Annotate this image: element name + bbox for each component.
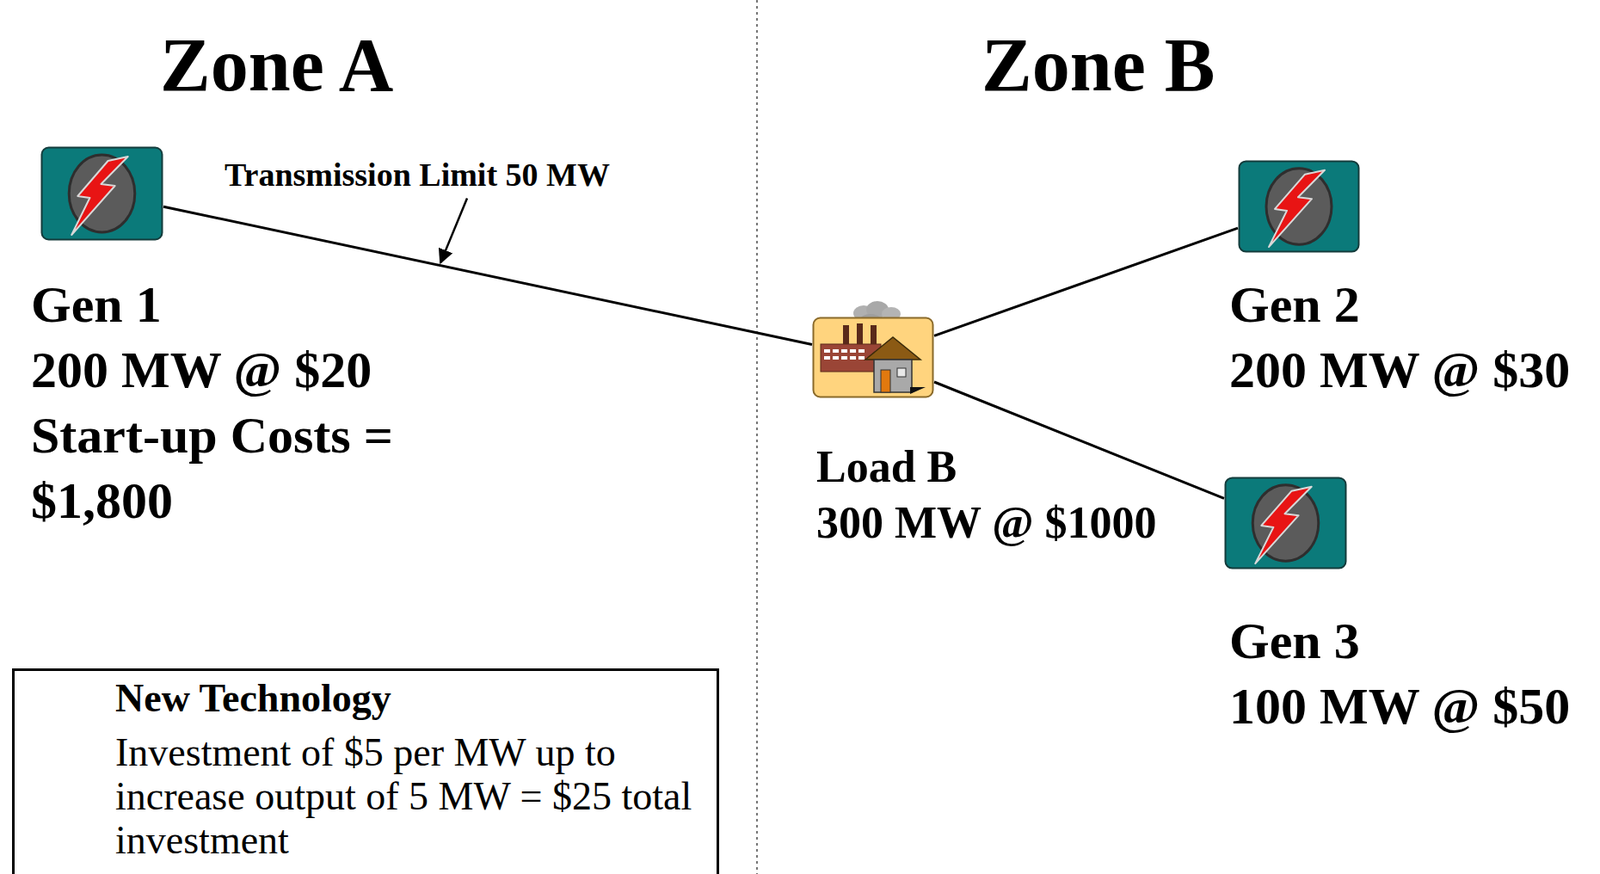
node-detail: 100 MW @ $50 [1229,673,1582,739]
node-caption: Gen 1200 MW @ $20Start-up Costs = $1,800 [30,271,444,534]
node-caption: Gen 2200 MW @ $30 [1229,271,1582,403]
technology-box: New TechnologyInvestment of $5 per MW up… [12,668,720,874]
leader-arrow [440,198,468,264]
node-detail: Start-up Costs = $1,800 [30,402,444,534]
generator-icon [1224,476,1348,570]
transmission-line [934,227,1238,336]
node-caption: Gen 3100 MW @ $50 [1229,608,1582,739]
node-name: Gen 2 [1229,271,1582,338]
generator: Gen 1200 MW @ $20Start-up Costs = $1,800 [40,146,164,241]
dashed-divider [756,0,758,874]
load: Load B300 MW @ $1000 [812,316,935,399]
generator: Gen 2200 MW @ $30 [1237,160,1360,253]
transmission-line [934,381,1225,499]
generator-icon [1237,160,1360,253]
zone-label: Zone A [160,27,394,104]
node-name: Gen 1 [30,271,444,338]
generator: Gen 3100 MW @ $50 [1224,476,1348,570]
edge-label: Transmission Limit 50 MW [224,155,610,196]
load-icon [812,316,935,399]
transmission-line [163,206,813,345]
zone-label: Zone B [981,27,1215,104]
node-name: Gen 3 [1229,608,1582,674]
node-detail: 200 MW @ $20 [30,337,444,403]
box-body: Investment of $5 per MW up to increase o… [115,730,718,862]
generator-icon [40,146,164,241]
box-heading: New Technology [115,676,717,720]
node-detail: 200 MW @ $30 [1229,337,1582,403]
